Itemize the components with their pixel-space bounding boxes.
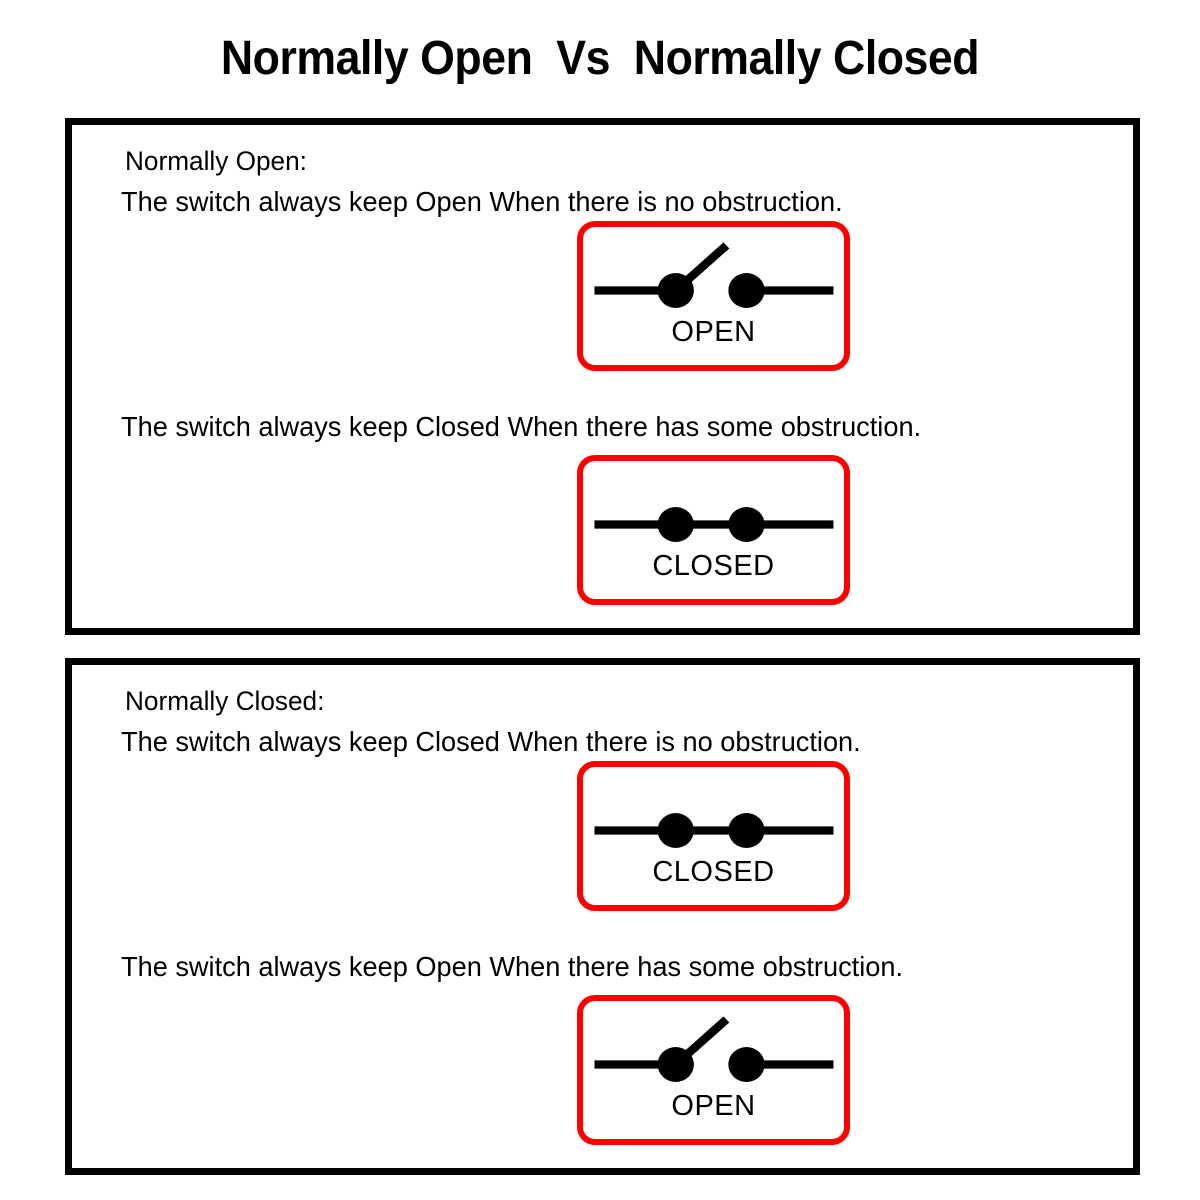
- panel-description-some-obstruction: The switch always keep Open When there h…: [121, 951, 904, 982]
- switch-symbol-label: OPEN: [671, 1090, 756, 1122]
- switch-symbol-label: CLOSED: [652, 856, 775, 888]
- panel-heading-normally-closed: Normally Closed:: [125, 686, 325, 716]
- panel-normally-closed: Normally Closed: The switch always keep …: [65, 658, 1140, 1175]
- switch-symbol-closed: CLOSED: [577, 761, 850, 911]
- switch-symbol-open: OPEN: [577, 221, 850, 371]
- panel-description-no-obstruction: The switch always keep Open When there i…: [121, 186, 843, 217]
- panel-heading-normally-open: Normally Open:: [125, 146, 307, 176]
- page-title: Normally Open Vs Normally Closed: [220, 32, 980, 85]
- open-switch-icon: [594, 242, 834, 308]
- switch-symbol-label: CLOSED: [652, 550, 775, 582]
- switch-symbol-closed: CLOSED: [577, 455, 850, 605]
- panel-description-no-obstruction: The switch always keep Closed When there…: [121, 726, 861, 757]
- open-switch-icon: [594, 1016, 834, 1082]
- panel-description-some-obstruction: The switch always keep Closed When there…: [121, 411, 922, 442]
- closed-switch-icon: [594, 813, 834, 848]
- switch-symbol-label: OPEN: [671, 316, 756, 348]
- switch-symbol-open: OPEN: [577, 995, 850, 1145]
- closed-switch-icon: [594, 507, 834, 542]
- panel-normally-open: Normally Open: The switch always keep Op…: [65, 118, 1140, 635]
